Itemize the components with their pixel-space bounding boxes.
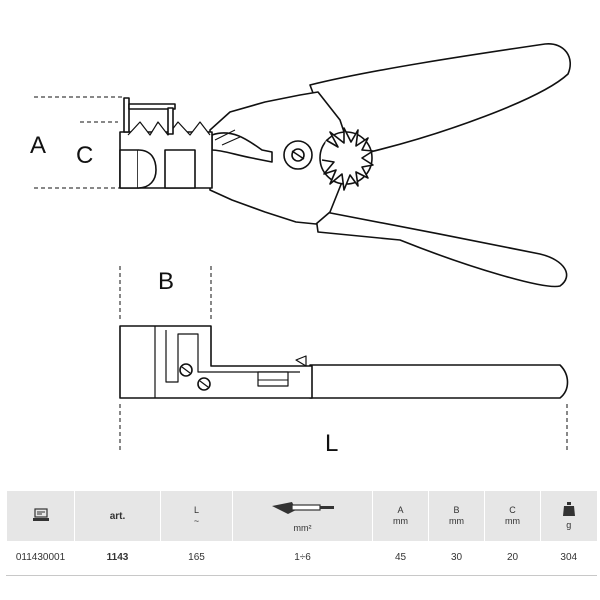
header-b: B mm: [428, 491, 485, 541]
table-header-row: art. L ~ mm² A mm B: [6, 491, 597, 541]
pliers-top-view: [34, 43, 571, 288]
cell-cross-section: 1÷6: [232, 541, 373, 576]
dimension-label-a: A: [30, 132, 46, 159]
depth-stop: [123, 97, 130, 133]
side-handle: [309, 364, 569, 399]
barcode-terminal-icon: [32, 507, 50, 525]
header-code: [6, 491, 75, 541]
upper-handle: [309, 43, 571, 153]
cell-c: 20: [484, 541, 541, 576]
header-art: art.: [74, 491, 161, 541]
header-c: C mm: [484, 491, 541, 541]
header-cross-section: mm²: [232, 491, 373, 541]
header-weight: g: [540, 491, 597, 541]
spec-table: art. L ~ mm² A mm B: [6, 491, 597, 576]
gear-teeth: [321, 127, 374, 191]
header-a: A mm: [372, 491, 429, 541]
cell-b: 30: [428, 541, 485, 576]
cell-code: 011430001: [6, 541, 75, 576]
technical-drawing: A C B L: [30, 43, 571, 457]
dimension-b-lines: [119, 266, 212, 322]
dimension-label-l: L: [325, 430, 338, 457]
dimension-a-lines: [34, 96, 122, 189]
table-row: 011430001 1143 165 1÷6 45 30 20 304: [6, 541, 597, 576]
cell-length: 165: [160, 541, 233, 576]
cell-weight: 304: [540, 541, 597, 576]
dimension-label-c: C: [76, 142, 93, 169]
cell-a: 45: [372, 541, 429, 576]
side-body: [119, 325, 313, 399]
cutter-blade: [211, 132, 273, 163]
pliers-side-view: [119, 266, 569, 452]
lower-handle: [314, 209, 568, 288]
dimension-l-lines: [119, 404, 568, 452]
dimension-label-b: B: [158, 268, 174, 295]
wire-cable-icon: [270, 498, 336, 523]
cell-art: 1143: [74, 541, 161, 576]
header-length: L ~: [160, 491, 233, 541]
weight-icon: [562, 501, 576, 520]
